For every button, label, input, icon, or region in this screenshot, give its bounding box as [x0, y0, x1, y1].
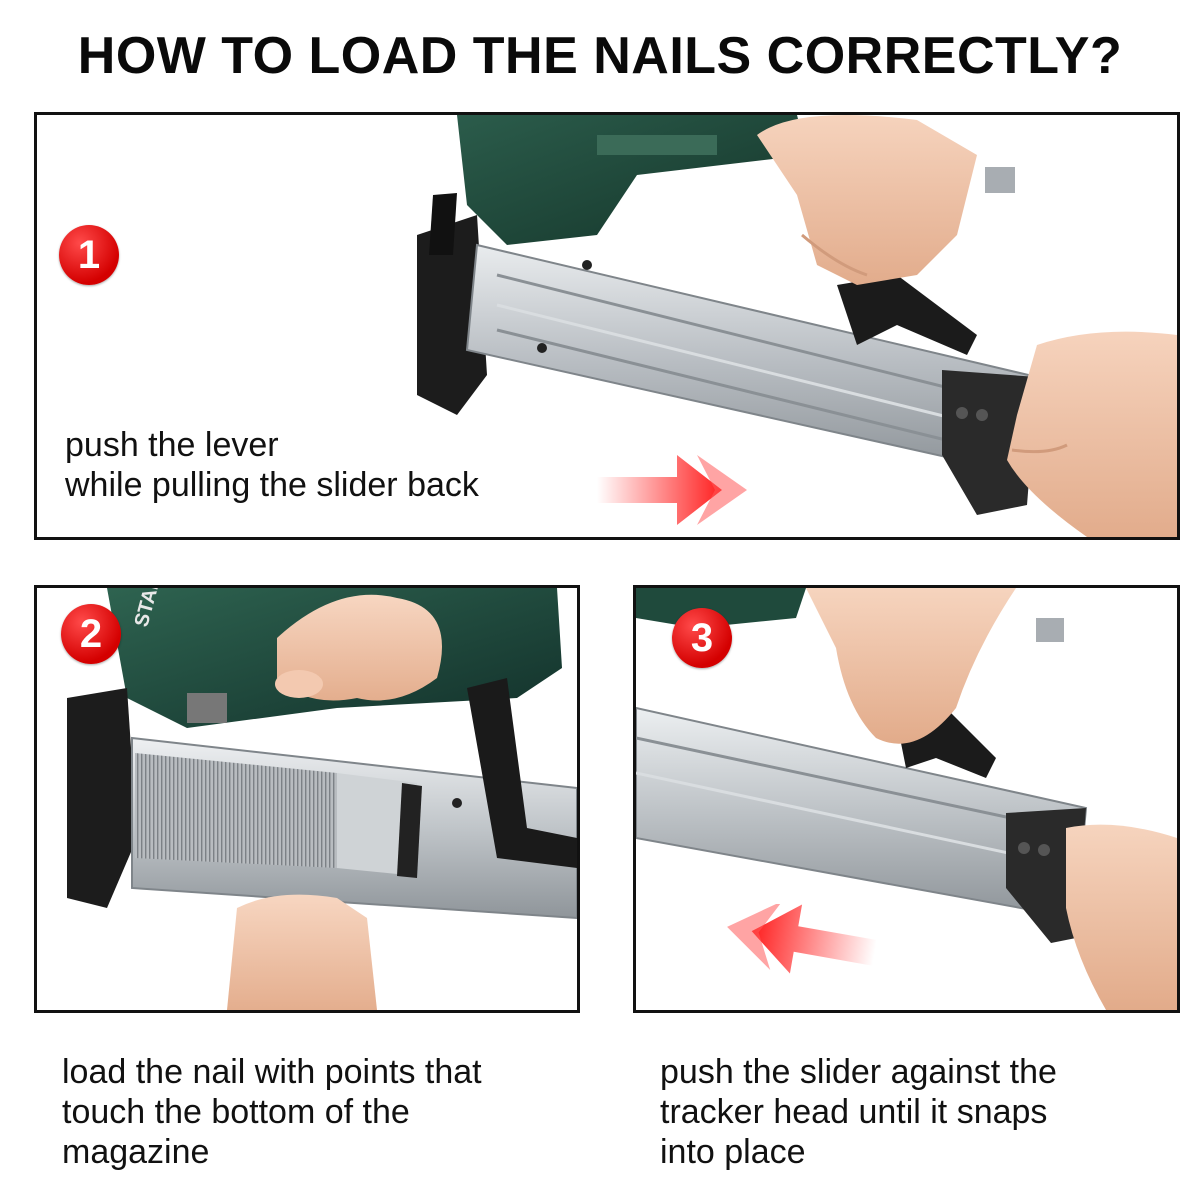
caption-line: while pulling the slider back: [65, 466, 479, 504]
page-title: HOW TO LOAD THE NAILS CORRECTLY?: [77, 27, 1123, 85]
caption-line: load the nail with points that: [62, 1053, 482, 1091]
left-arrow-icon: [727, 904, 876, 974]
caption-line: push the lever: [65, 426, 279, 464]
step-badge: 3: [672, 608, 732, 668]
caption-line: into place: [660, 1133, 806, 1171]
step-1-photo: [417, 115, 1177, 537]
caption-line: touch the bottom of the: [62, 1093, 410, 1131]
step-3-panel: 3: [633, 585, 1180, 1013]
step-2-caption: load the nail with points that touch the…: [62, 1052, 482, 1172]
right-arrow-icon: [597, 455, 747, 525]
step-2-photo: STAN: [67, 588, 577, 1010]
caption-line: push the slider against the: [660, 1053, 1057, 1091]
caption-line: magazine: [62, 1133, 210, 1171]
step-badge: 1: [59, 225, 119, 285]
step-3-photo: [636, 588, 1177, 1010]
caption-line: tracker head until it snaps: [660, 1093, 1048, 1131]
step-1-caption: push the lever while pulling the slider …: [65, 425, 479, 505]
step-2-panel: STAN 2: [34, 585, 580, 1013]
step-1-panel: 1 push the lever while pulling the slide…: [34, 112, 1180, 540]
step-3-caption: push the slider against the tracker head…: [660, 1052, 1057, 1172]
step-badge: 2: [61, 604, 121, 664]
